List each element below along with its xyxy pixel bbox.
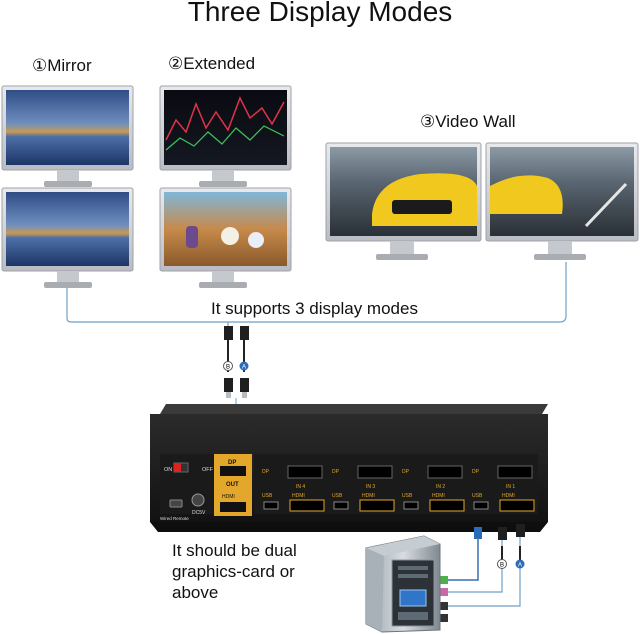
svg-text:USB: USB [262,493,273,499]
svg-text:A: A [242,365,246,371]
svg-text:HDMI: HDMI [362,493,375,499]
monitor-video-wall-right [485,142,639,260]
mode-label-mirror: ①Mirror [32,56,92,75]
power-on-label: ON [164,467,172,473]
svg-text:HDMI: HDMI [292,493,305,499]
kvm-switch [150,404,548,532]
support-caption: It supports 3 display modes [211,299,418,318]
svg-text:HDMI: HDMI [432,493,445,499]
mode-label-video-wall: ③Video Wall [420,112,516,131]
svg-text:IN 4: IN 4 [296,484,305,490]
dp-out-label: DP [228,460,236,466]
svg-text:B: B [226,365,230,371]
monitor-extended-bottom [159,187,292,288]
svg-text:HDMI: HDMI [502,493,515,499]
hdmi-out-label: HDMI [222,494,235,500]
monitor-video-wall-left [325,142,482,260]
cable-label-b-top: B [223,361,233,371]
note-line: It should be dual [172,541,297,560]
svg-text:IN 3: IN 3 [366,484,375,490]
monitor-mirror-top [1,85,134,187]
input-group-4: DP IN 4 USB HDMI [262,465,325,512]
power-off-label: OFF [202,467,214,473]
wired-remote-label: Wired Remote [160,516,189,521]
svg-text:IN 1: IN 1 [506,484,515,490]
dc-label: DC5V [192,510,206,516]
monitor-extended-top [159,85,292,187]
monitor-mirror-bottom [1,187,134,288]
cable-label-b-bottom: B [497,559,507,569]
svg-text:DP: DP [262,469,270,475]
cable-label-a-bottom: A [515,559,525,569]
svg-text:DP: DP [472,469,480,475]
cable-label-a-top: A [239,361,249,371]
input-group-1: DP IN 1 USB HDMI [472,465,535,512]
svg-text:USB: USB [472,493,483,499]
svg-text:DP: DP [332,469,340,475]
note-line: above [172,583,219,602]
pc-tower [365,535,441,633]
mode-bracket-line [66,262,567,323]
out-label: OUT [226,482,239,488]
svg-text:USB: USB [402,493,413,499]
input-group-2: DP IN 2 USB HDMI [402,465,465,512]
note-line: graphics-card or [172,562,295,581]
svg-text:B: B [500,563,504,569]
svg-text:USB: USB [332,493,343,499]
input-group-3: DP IN 3 USB HDMI [332,465,395,512]
note-text: It should be dual graphics-card or above [172,540,297,603]
mode-label-extended: ②Extended [168,54,256,73]
svg-text:IN 2: IN 2 [436,484,445,490]
svg-text:DP: DP [402,469,410,475]
svg-text:A: A [518,563,522,569]
page-title: Three Display Modes [187,0,453,27]
cable-pair-bottom [436,524,525,622]
